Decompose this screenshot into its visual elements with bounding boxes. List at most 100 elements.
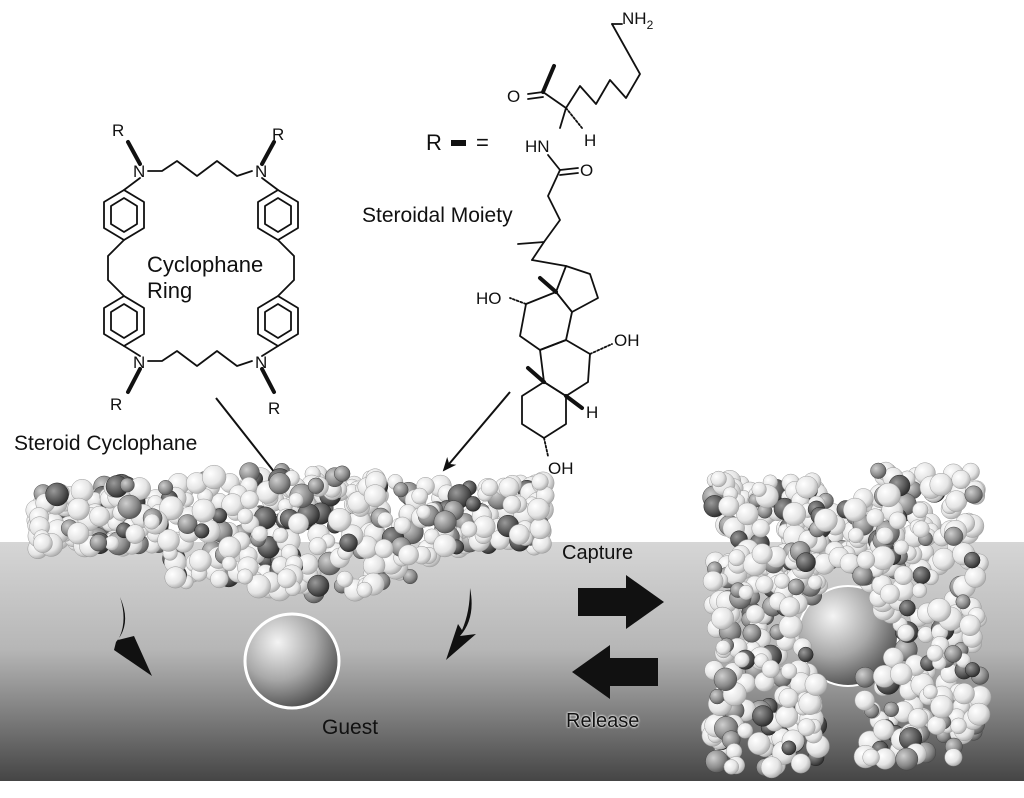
atom-sphere (70, 479, 94, 502)
atom-sphere (89, 505, 110, 527)
atom-sphere (760, 756, 783, 779)
hydroxyl-3: OH (548, 459, 574, 478)
atom-sphere (201, 464, 227, 490)
atom-sphere (814, 508, 838, 532)
atom-sphere (926, 644, 944, 662)
atom-sphere (911, 582, 928, 599)
atom-sphere (158, 480, 174, 496)
release-label: Release (566, 710, 640, 732)
atom-sphere (157, 529, 180, 552)
atom-sphere (738, 584, 754, 601)
atom-sphere (964, 662, 981, 678)
atom-sphere (955, 594, 971, 610)
atom-sphere (780, 662, 798, 680)
atom-sphere (363, 484, 387, 508)
atom-sphere (191, 498, 216, 523)
atom-sphere (856, 550, 876, 570)
n-atom-bottom-right: N (255, 353, 267, 372)
atom-sphere (508, 524, 530, 545)
cyclophane-ring-structure: N N N N R R R R (103, 121, 299, 418)
atom-sphere (89, 534, 108, 552)
atom-sphere (276, 568, 297, 589)
atom-sphere (159, 495, 184, 521)
atom-sphere (751, 481, 767, 497)
hydroxyl-7: OH (614, 331, 640, 350)
atom-sphere (951, 469, 971, 490)
atom-sphere (893, 539, 909, 556)
atom-sphere (870, 462, 887, 479)
atom-sphere (876, 526, 894, 545)
cyclophane-ring-label-line2: Ring (147, 278, 193, 303)
atom-sphere (334, 465, 351, 482)
atom-sphere (307, 574, 330, 597)
right-block-arrow-icon (578, 575, 664, 629)
atom-sphere (790, 753, 811, 774)
atom-sphere (843, 497, 867, 522)
atom-sphere (218, 536, 242, 560)
atom-sphere (779, 596, 801, 618)
atom-sphere (796, 552, 816, 573)
atom-sphere (963, 551, 981, 569)
atom-sphere (460, 520, 478, 538)
atom-sphere (237, 568, 254, 585)
alpha-hydrogen: H (584, 131, 596, 150)
atom-sphere (177, 514, 198, 534)
atom-sphere (944, 526, 964, 546)
atom-sphere (797, 718, 816, 737)
atom-sphere (929, 473, 953, 497)
carbonyl-oxygen: O (507, 87, 520, 106)
atom-sphere (895, 747, 919, 771)
atom-sphere (117, 494, 142, 519)
atom-sphere (307, 477, 325, 494)
atom-sphere (287, 512, 309, 534)
atom-sphere (398, 544, 419, 566)
atom-sphere (336, 570, 354, 588)
steroidal-moiety-label: Steroidal Moiety (362, 204, 513, 227)
atom-sphere (752, 705, 774, 727)
n-atom-top-left: N (133, 162, 145, 181)
r-group-top-right: R (272, 125, 284, 144)
atom-sphere (807, 574, 823, 590)
atom-sphere (737, 722, 754, 739)
atom-sphere (45, 482, 69, 507)
amide-oxygen: O (580, 161, 593, 180)
atom-sphere (374, 539, 394, 559)
atom-sphere (240, 490, 259, 509)
atom-sphere (143, 513, 160, 530)
n-atom-top-right: N (255, 162, 267, 181)
atom-sphere (945, 490, 968, 512)
capture-label: Capture (562, 542, 634, 564)
atom-sphere (527, 498, 550, 521)
atom-sphere (221, 556, 237, 572)
atom-sphere (774, 573, 790, 589)
atom-sphere (718, 495, 740, 517)
atom-sphere (33, 533, 53, 553)
atom-sphere (751, 543, 773, 565)
atom-sphere (944, 645, 962, 663)
cyclophane-ring-label: Cyclophane Ring (147, 252, 263, 304)
guest-label: Guest (322, 716, 379, 739)
steroid-cyclophane-label: Steroid Cyclophane (14, 432, 198, 455)
atom-sphere (125, 524, 145, 544)
atom-sphere (927, 598, 952, 622)
atom-sphere (912, 502, 929, 519)
atom-sphere (67, 497, 90, 521)
atom-sphere (416, 504, 432, 520)
atom-sphere (897, 624, 915, 642)
atom-sphere (713, 667, 738, 691)
atom-sphere (433, 510, 457, 534)
hydrogen-5: H (586, 403, 598, 422)
atom-sphere (795, 475, 819, 499)
atom-sphere (210, 569, 229, 589)
atom-sphere (377, 511, 394, 528)
atom-sphere (67, 522, 90, 545)
atom-sphere (251, 525, 268, 542)
atom-sphere (702, 570, 724, 592)
atom-sphere (736, 502, 759, 526)
atom-sphere (930, 695, 954, 719)
r-group-symbol: R (426, 130, 442, 155)
atom-sphere (411, 487, 429, 505)
atom-sphere (907, 708, 929, 729)
atom-sphere (787, 578, 805, 596)
atom-sphere (327, 508, 352, 532)
